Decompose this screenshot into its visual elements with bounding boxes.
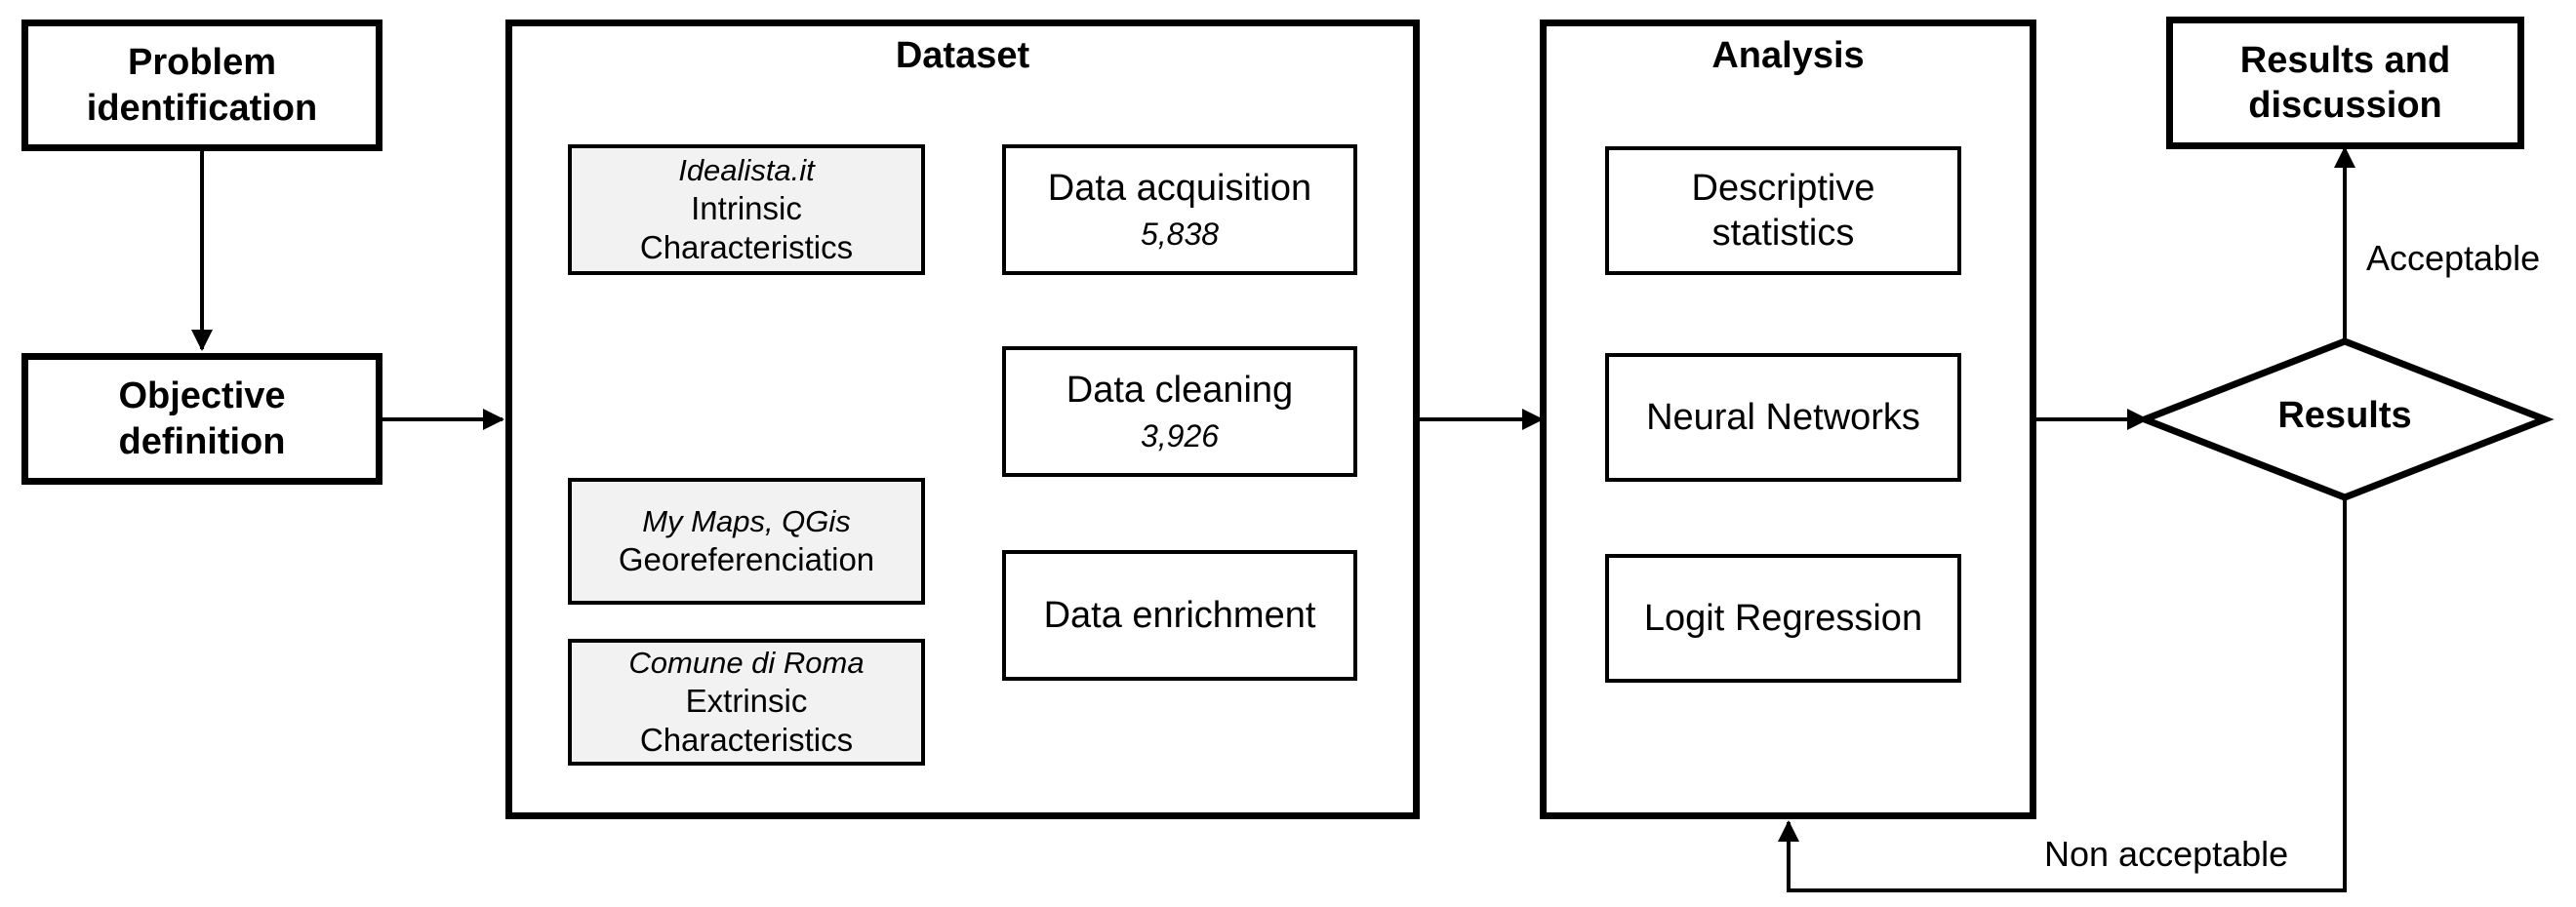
source-mymaps-name: My Maps, QGis <box>642 503 851 538</box>
data-enrichment-label: Data enrichment <box>1043 594 1316 636</box>
results-diamond <box>2135 337 2555 501</box>
source-comune-line2: Characteristics <box>639 721 854 758</box>
neural-networks-box: Neural Networks <box>1605 353 1961 482</box>
logit-regression-label: Logit Regression <box>1643 597 1923 639</box>
problem-identification-box: Problem identification <box>21 20 382 151</box>
data-acquisition-label: Data acquisition <box>1047 168 1312 210</box>
results-discussion-line2: discussion <box>2248 85 2442 126</box>
data-acquisition-count: 5,838 <box>1140 216 1220 252</box>
objective-definition-box: Objective definition <box>21 353 382 485</box>
data-cleaning-count: 3,926 <box>1140 417 1220 454</box>
descriptive-statistics-line2: statistics <box>1711 213 1855 254</box>
source-mymaps-line1: Georeferenciation <box>618 540 875 577</box>
source-idealista-name: Idealista.it <box>678 152 815 187</box>
source-comune-name: Comune di Roma <box>628 645 865 680</box>
data-cleaning-box: Data cleaning 3,926 <box>1002 346 1357 477</box>
objective-definition-line2: definition <box>118 420 286 462</box>
results-discussion-box: Results and discussion <box>2166 17 2524 149</box>
acceptable-label: Acceptable <box>2366 238 2541 278</box>
source-idealista-line2: Characteristics <box>639 228 854 265</box>
neural-networks-label: Neural Networks <box>1646 396 1920 438</box>
problem-identification-line1: Problem <box>127 42 277 84</box>
data-acquisition-box: Data acquisition 5,838 <box>1002 144 1357 275</box>
data-cleaning-label: Data cleaning <box>1066 370 1294 412</box>
results-label: Results <box>2277 395 2412 436</box>
source-comune-box: Comune di Roma Extrinsic Characteristics <box>568 639 925 766</box>
source-comune-line1: Extrinsic <box>685 682 808 719</box>
source-idealista-line1: Intrinsic <box>691 189 802 226</box>
non-acceptable-label: Non acceptable <box>2044 834 2289 874</box>
arrow-results-back-to-analysis <box>1778 497 2347 892</box>
results-discussion-line1: Results and <box>2239 39 2451 81</box>
problem-identification-line2: identification <box>86 87 318 129</box>
source-mymaps-box: My Maps, QGis Georeferenciation <box>568 478 925 605</box>
logit-regression-box: Logit Regression <box>1605 554 1961 683</box>
dataset-title: Dataset <box>895 35 1030 76</box>
data-enrichment-box: Data enrichment <box>1002 550 1357 681</box>
source-idealista-box: Idealista.it Intrinsic Characteristics <box>568 144 925 275</box>
objective-definition-line1: Objective <box>118 375 286 417</box>
analysis-title: Analysis <box>1711 35 1865 76</box>
descriptive-statistics-box: Descriptive statistics <box>1605 146 1961 275</box>
descriptive-statistics-line1: Descriptive <box>1691 167 1875 209</box>
